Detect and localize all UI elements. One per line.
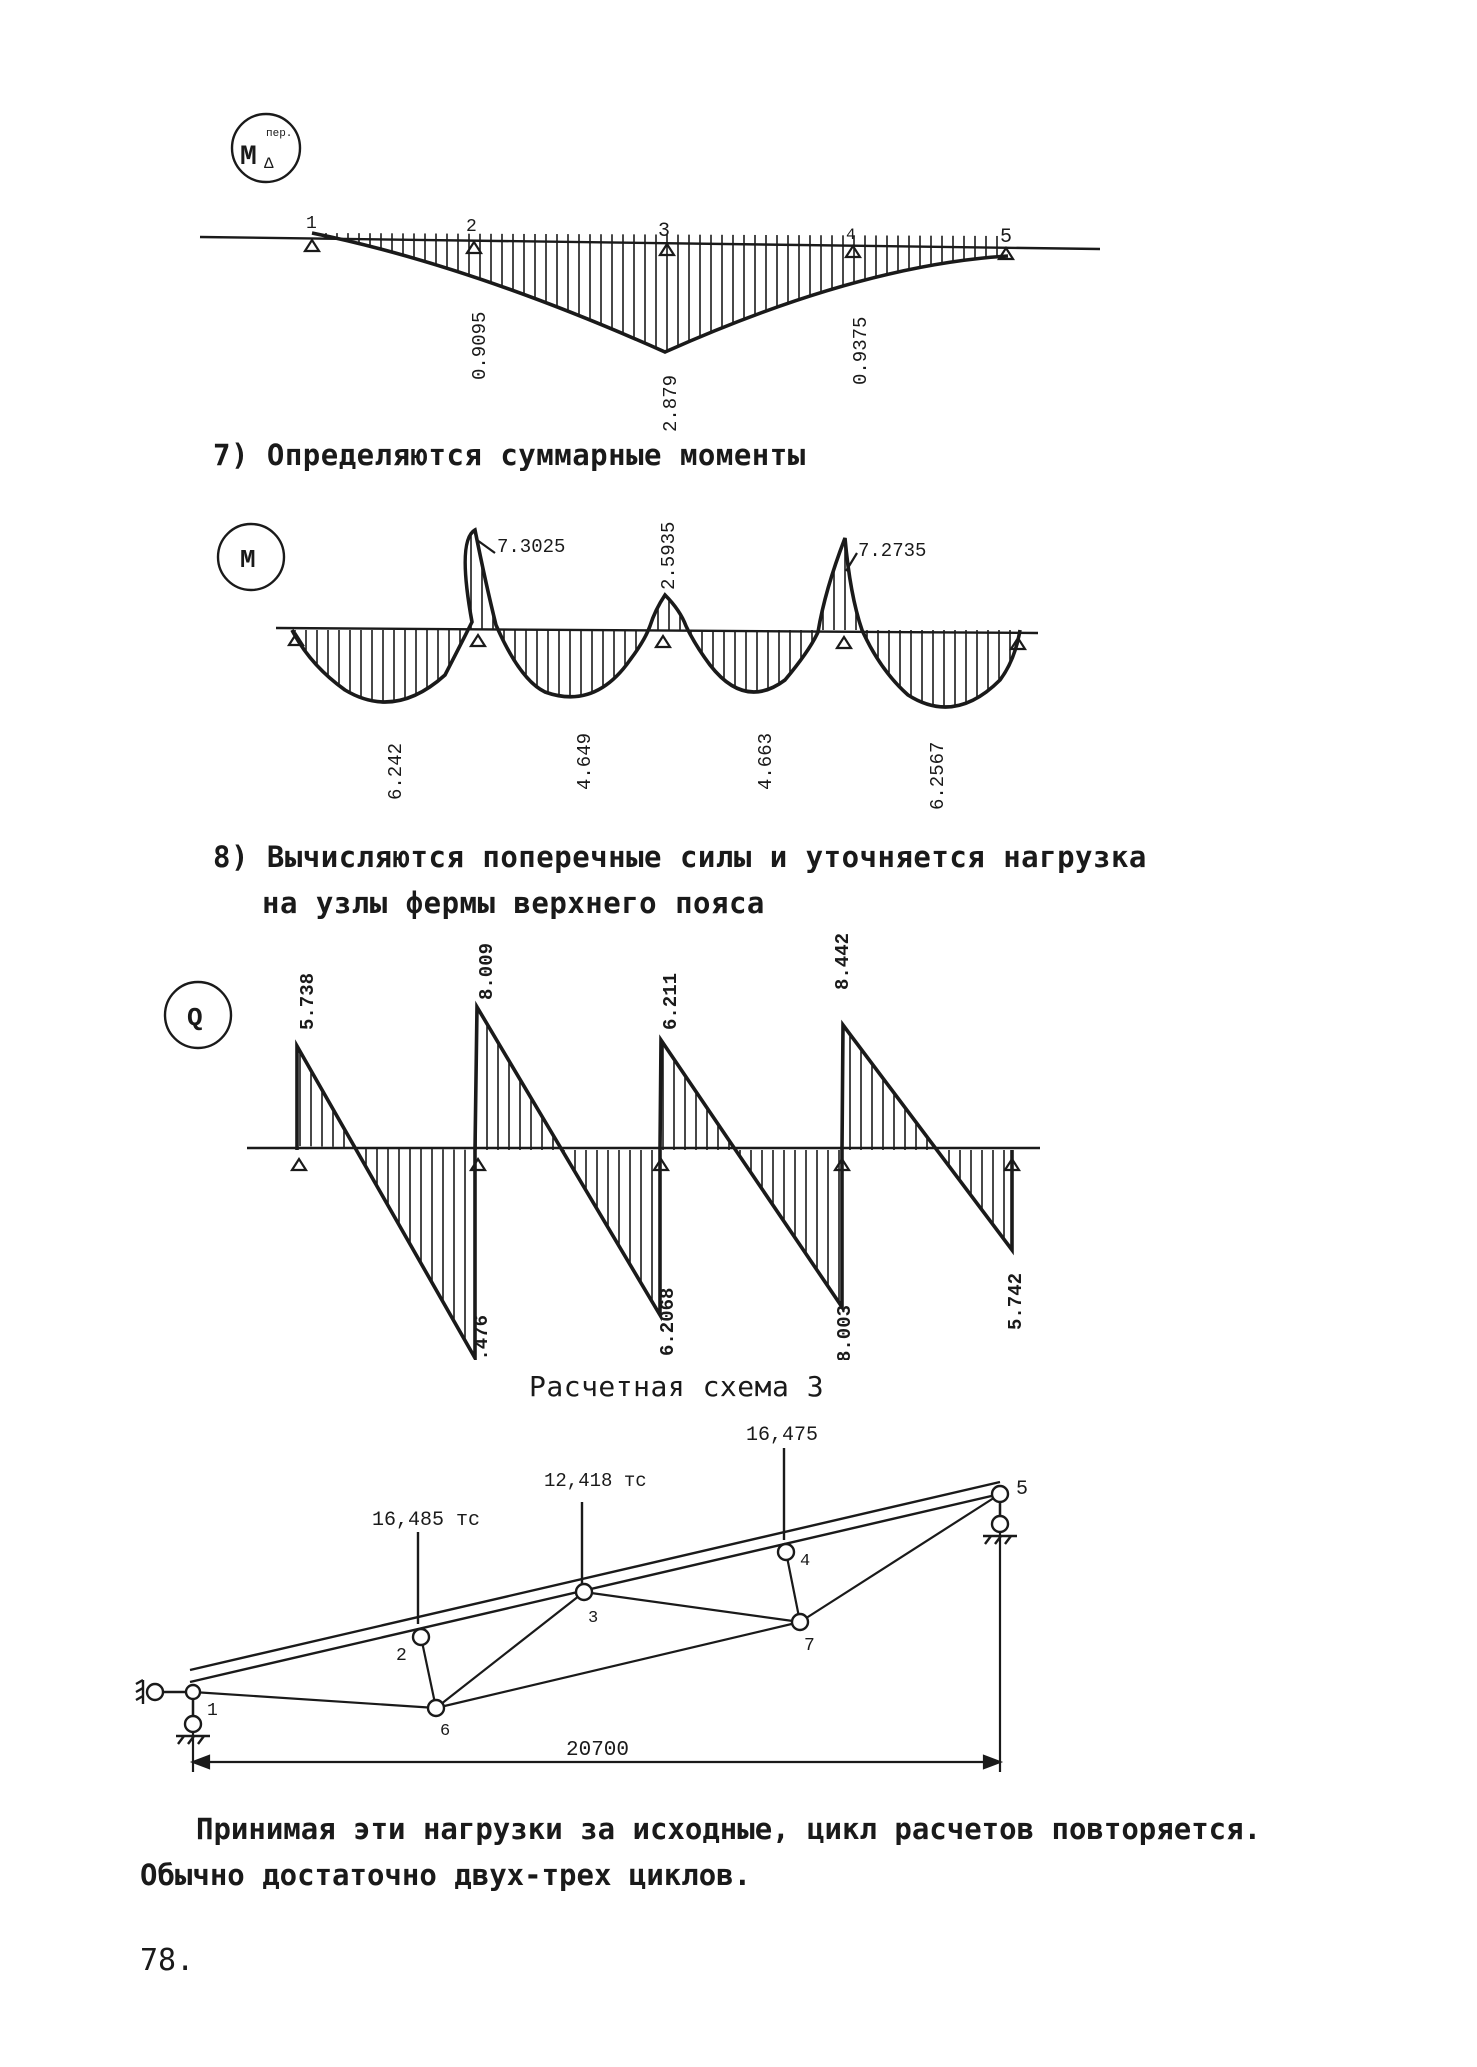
diagram-m: M 7.3025 2.5935 7.2735 6.242 4.649 4.663… <box>216 522 1039 810</box>
truss-load-label-2: 12,418 тс <box>544 1470 647 1492</box>
truss-span-label: 20700 <box>566 1739 629 1762</box>
step8-text-line1: 8) Вычисляются поперечные силы и уточняе… <box>213 840 1147 874</box>
truss-node-label-4: 4 <box>800 1552 810 1571</box>
q-bottom-value-1: 8.476 <box>471 1315 493 1360</box>
q-bottom-value-2: 6.2068 <box>657 1288 679 1356</box>
m-badge: M <box>216 522 286 592</box>
m-diagram-outline <box>290 527 1022 709</box>
m-span-value-2: 4.649 <box>574 733 596 790</box>
md-badge-label: M <box>240 142 257 173</box>
md-node-label-5: 5 <box>1000 226 1012 249</box>
m-peak-value-2: 2.5935 <box>658 522 680 590</box>
truss-supports <box>135 1502 1017 1745</box>
md-diagram-outline <box>311 231 1009 354</box>
truss-dimension <box>189 1754 1004 1770</box>
q-supports <box>289 1156 1022 1172</box>
q-badge: Q <box>163 980 233 1050</box>
md-node-label-3: 3 <box>658 220 670 243</box>
step8-text-line2: на узлы фермы верхнего пояса <box>262 886 765 920</box>
q-badge-label: Q <box>187 1003 203 1033</box>
truss-node-label-6: 6 <box>440 1722 450 1741</box>
truss-load-lines <box>416 1448 786 1624</box>
footer-text-line1: Принимая эти нагрузки за исходные, цикл … <box>196 1812 1262 1846</box>
q-top-value-4: 8.442 <box>832 933 854 990</box>
q-bottom-value-3: 8.003 <box>834 1305 856 1360</box>
truss-node-label-5: 5 <box>1016 1478 1028 1501</box>
q-top-value-2: 8.009 <box>476 943 498 1000</box>
truss-node-label-7: 7 <box>804 1636 815 1656</box>
md-supports <box>302 237 1016 261</box>
md-badge-sub: Δ <box>264 155 274 173</box>
md-axis <box>199 235 1101 251</box>
q-hatching <box>299 1007 1005 1358</box>
md-badge: M Δ пер. <box>230 112 302 184</box>
q-bottom-value-4: 5.742 <box>1005 1273 1027 1330</box>
scheme-title: Расчетная схема 3 <box>529 1370 825 1403</box>
md-node-label-4: 4 <box>846 226 856 244</box>
q-top-value-3: 6.211 <box>660 973 682 1030</box>
m-supports <box>286 631 1028 651</box>
truss-node-label-1: 1 <box>207 1701 218 1721</box>
q-diagram-outline <box>295 1000 1014 1360</box>
md-badge-sup: пер. <box>266 128 292 140</box>
md-node-label-2: 2 <box>466 217 477 237</box>
m-peak-value-3: 7.2735 <box>858 540 926 562</box>
truss-top-chord <box>189 1480 1001 1684</box>
m-span-value-4: 6.2567 <box>927 742 949 810</box>
truss-node-label-2: 2 <box>396 1646 407 1666</box>
md-node-label-1: 1 <box>306 214 317 234</box>
step7-text: 7) Определяются суммарные моменты <box>213 438 806 472</box>
m-axis <box>275 626 1039 635</box>
m-badge-label: M <box>240 545 256 575</box>
truss-members <box>191 1493 1002 1772</box>
footer-text-line2: Обычно достаточно двух-трех циклов. <box>140 1858 752 1892</box>
truss-load-label-3: 16,475 <box>746 1424 818 1447</box>
md-value-node4: 0.9375 <box>850 317 872 385</box>
md-value-node3: 2.879 <box>660 375 682 432</box>
md-value-node2: 0.9095 <box>469 312 491 380</box>
page-number: 78. <box>140 1943 195 1978</box>
m-peak-value-1: 7.3025 <box>497 536 565 558</box>
q-top-value-1: 5.738 <box>297 973 319 1030</box>
diagram-md: M Δ пер. 1 2 3 4 5 0.9095 2.879 0.9375 <box>199 112 1101 432</box>
truss-node-label-3: 3 <box>588 1609 598 1628</box>
diagram-q: Q 5.738 8.009 6.211 8.442 8.476 6.2068 8… <box>163 933 1040 1360</box>
truss-load-label-1: 16,485 тс <box>372 1509 480 1532</box>
truss-scheme: 20700 16,485 тс 12,418 тс 16,475 1 2 3 4… <box>135 1424 1028 1772</box>
m-span-value-3: 4.663 <box>755 733 777 790</box>
m-span-value-1: 6.242 <box>385 743 407 800</box>
